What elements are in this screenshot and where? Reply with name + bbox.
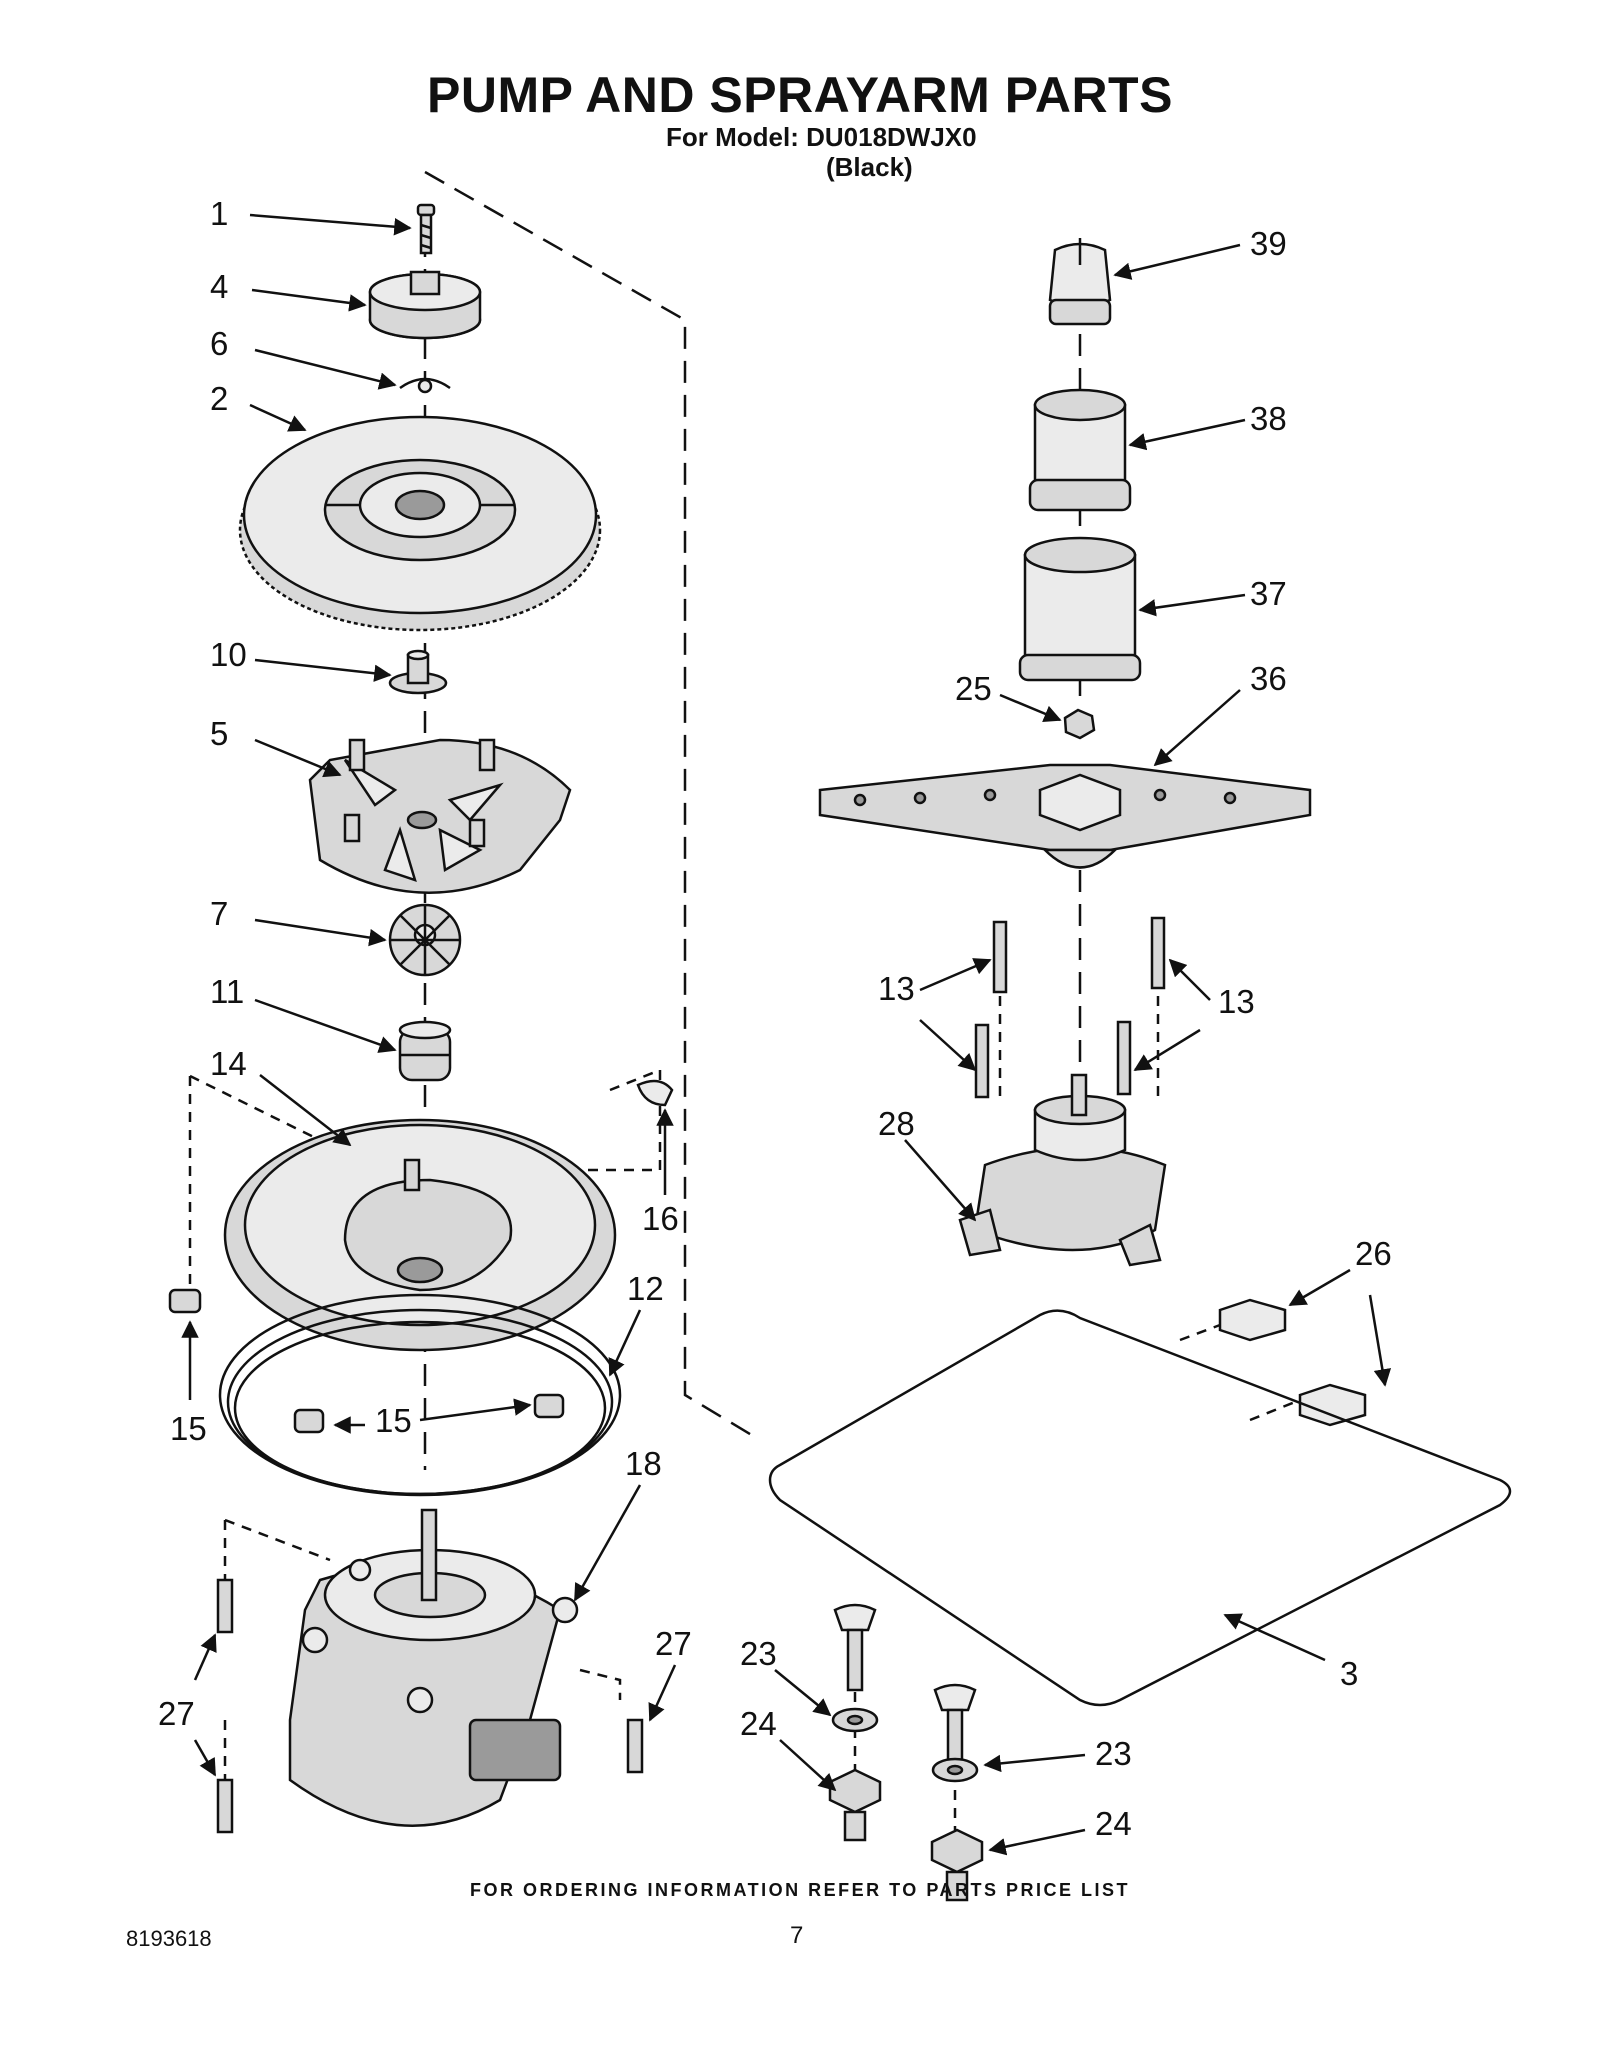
part-clips-26 [1218, 1298, 1367, 1427]
callout-27-left: 27 [158, 1695, 195, 1732]
part-screw [416, 203, 436, 255]
callout-5: 5 [210, 715, 228, 752]
page-number: 7 [790, 1922, 804, 1949]
document-number: 8193618 [126, 1926, 212, 1951]
part-spray-arm [818, 763, 1312, 869]
color-line: (Black) [826, 152, 913, 182]
model-line: For Model: DU018DWJX0 [666, 122, 977, 152]
part-motor [288, 1508, 579, 1827]
callout-23-left: 23 [740, 1635, 777, 1672]
callout-38: 38 [1250, 400, 1287, 437]
page-title: PUMP AND SPRAYARM PARTS [427, 67, 1173, 123]
part-fasteners [828, 1603, 984, 1902]
callout-28: 28 [878, 1105, 915, 1142]
callout-4: 4 [210, 268, 228, 305]
part-cap [368, 270, 482, 340]
part-filter-panel [768, 1309, 1512, 1707]
part-tube-38 [1028, 388, 1132, 512]
part-tube-37 [1018, 536, 1142, 682]
callout-13-left: 13 [878, 970, 915, 1007]
callout-39: 39 [1250, 225, 1287, 262]
part-gear-disk [238, 415, 602, 632]
callout-11: 11 [210, 973, 244, 1010]
callout-27-right: 27 [655, 1625, 692, 1662]
callout-10: 10 [210, 636, 247, 673]
part-spacers [168, 1288, 565, 1434]
part-bracket [958, 1073, 1167, 1267]
callout-37: 37 [1250, 575, 1287, 612]
part-motor-screws [216, 1578, 644, 1834]
callout-36: 36 [1250, 660, 1287, 697]
callout-13-right: 13 [1218, 983, 1255, 1020]
callout-25: 25 [955, 670, 992, 707]
callout-23-right: 23 [1095, 1735, 1132, 1772]
callout-12: 12 [627, 1270, 664, 1307]
part-impeller [388, 903, 462, 977]
part-pump-base [223, 1118, 617, 1352]
callout-16: 16 [642, 1200, 679, 1237]
callout-7: 7 [210, 895, 228, 932]
part-clip [399, 377, 451, 394]
part-seal [398, 1020, 452, 1082]
callout-18: 18 [625, 1445, 662, 1482]
leader-lines [181, 213, 1392, 1856]
part-washer [388, 649, 448, 695]
callout-24-right: 24 [1095, 1805, 1132, 1842]
part-clip-16 [636, 1079, 674, 1107]
callout-15-center: 15 [375, 1402, 412, 1439]
part-gasket [218, 1293, 622, 1497]
callout-3: 3 [1340, 1655, 1358, 1692]
callout-24-left: 24 [740, 1705, 777, 1742]
ordering-note: FOR ORDERING INFORMATION REFER TO PARTS … [469, 1880, 1130, 1900]
callout-6: 6 [210, 325, 228, 362]
callout-2: 2 [210, 380, 228, 417]
callout-labels: 1 4 6 2 10 5 7 11 14 15 12 15 16 18 27 2… [158, 195, 1392, 1842]
part-tube-39 [1048, 238, 1112, 326]
callout-1: 1 [210, 195, 228, 232]
part-pump-housing [308, 738, 572, 894]
callout-15-left: 15 [170, 1410, 207, 1447]
callout-26: 26 [1355, 1235, 1392, 1272]
callout-14: 14 [210, 1045, 247, 1082]
part-nut [1063, 708, 1096, 740]
